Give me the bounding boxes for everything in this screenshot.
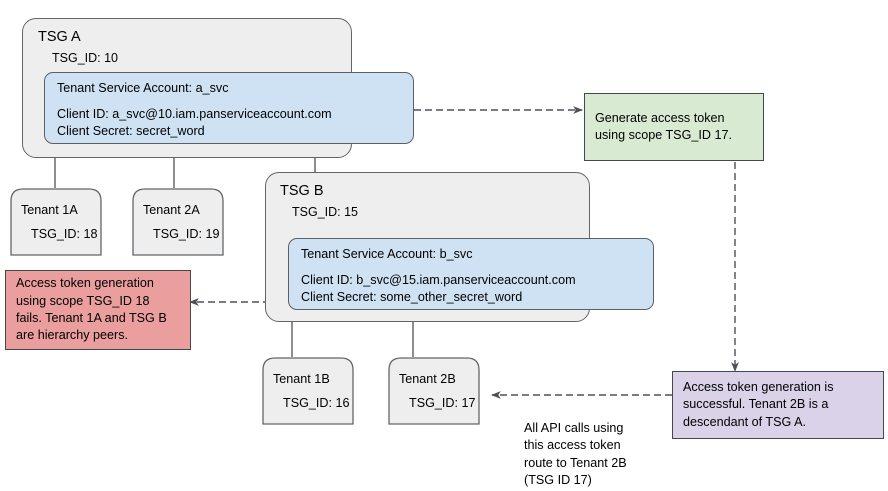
service-account-b-client-id: Client ID: b_svc@15.iam.panserviceaccoun… xyxy=(301,273,576,288)
note-failure-text: Access token generation using scope TSG_… xyxy=(16,276,167,343)
service-account-card-b_svc[interactable]: Tenant Service Account: b_svc Client ID:… xyxy=(288,238,654,310)
tenant-1b-id-label: TSG_ID: 16 xyxy=(283,395,350,410)
tenant-2a-name: Tenant 2A xyxy=(143,202,200,217)
note-success-text: Access token generation is successful. T… xyxy=(683,379,834,429)
tenant-1a-id-label: TSG_ID: 18 xyxy=(31,226,98,241)
tsg-b-title: TSG B xyxy=(280,183,324,199)
tenant-1b-name: Tenant 1B xyxy=(273,371,330,386)
service-account-b-client-secret: Client Secret: some_other_secret_word xyxy=(301,289,523,304)
hierarchy-connectors-tsg-b xyxy=(291,322,414,357)
tenant-2b-name: Tenant 2B xyxy=(399,371,456,386)
tenant-node-tenant-1b[interactable]: Tenant 1B TSG_ID: 16 xyxy=(262,357,354,425)
note-generate-token-text: Generate access token using scope TSG_ID… xyxy=(595,110,732,142)
tenant-2b-id-label: TSG_ID: 17 xyxy=(409,395,476,410)
note-failure[interactable]: Access token generation using scope TSG_… xyxy=(5,270,191,350)
tsg-a-title: TSG A xyxy=(38,29,81,45)
tsg-a-id-label: TSG_ID: 10 xyxy=(52,51,118,65)
tenant-node-tenant-2a[interactable]: Tenant 2A TSG_ID: 19 xyxy=(132,188,224,256)
note-generate-token[interactable]: Generate access token using scope TSG_ID… xyxy=(584,93,764,161)
label-api-routing: All API calls using this access token ro… xyxy=(524,421,627,488)
tenant-1b-shape xyxy=(262,357,354,425)
tenant-1a-name: Tenant 1A xyxy=(21,202,78,217)
service-account-a-client-id: Client ID: a_svc@10.iam.panserviceaccoun… xyxy=(57,107,332,122)
service-account-b-title: Tenant Service Account: b_svc xyxy=(301,247,473,261)
tenant-2a-id-label: TSG_ID: 19 xyxy=(153,226,220,241)
tenant-node-tenant-2b[interactable]: Tenant 2B TSG_ID: 17 xyxy=(388,357,480,425)
tenant-node-tenant-1a[interactable]: Tenant 1A TSG_ID: 18 xyxy=(10,188,102,256)
tenant-1a-shape xyxy=(10,188,102,256)
tenant-2b-shape xyxy=(388,357,480,425)
service-account-card-a_svc[interactable]: Tenant Service Account: a_svc Client ID:… xyxy=(44,72,414,144)
tsg-b-id-label: TSG_ID: 15 xyxy=(292,205,358,219)
note-success[interactable]: Access token generation is successful. T… xyxy=(672,371,884,439)
tenant-2a-shape xyxy=(132,188,224,256)
service-account-a-client-secret: Client Secret: secret_word xyxy=(57,123,205,138)
service-account-a-title: Tenant Service Account: a_svc xyxy=(57,81,229,95)
